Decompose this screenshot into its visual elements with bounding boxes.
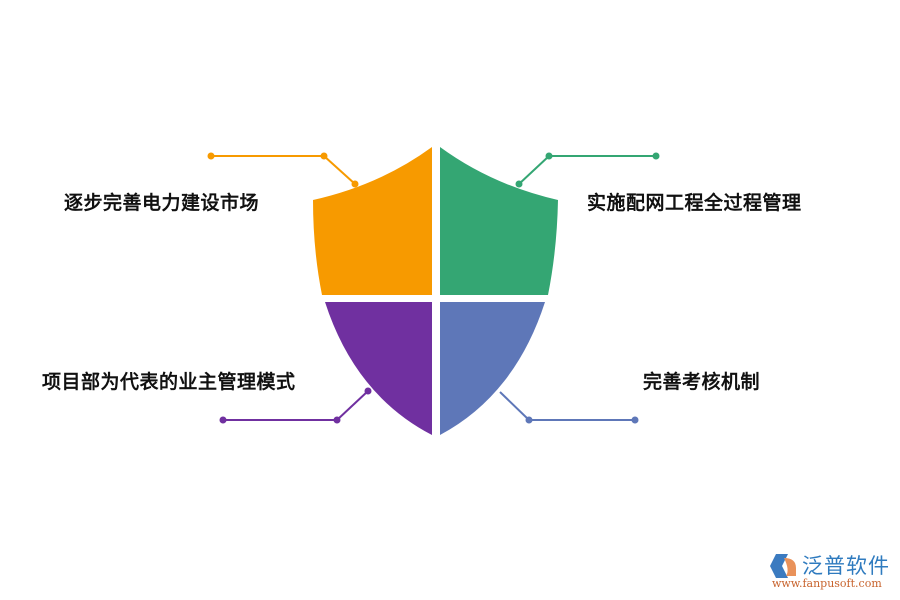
connector-top-left xyxy=(207,152,359,188)
connector-bottom-right xyxy=(499,391,639,424)
connector-top-right xyxy=(515,152,660,188)
label-bottom-left: 项目部为代表的业主管理模式 xyxy=(42,371,296,393)
shield-quadrant-top-right xyxy=(440,147,558,295)
logo: 泛普软件 www.fanpusoft.com xyxy=(768,550,893,595)
label-top-left: 逐步完善电力建设市场 xyxy=(64,192,260,214)
label-top-right: 实施配网工程全过程管理 xyxy=(587,192,802,214)
logo-brand-text: 泛普软件 xyxy=(802,554,890,578)
connector-bottom-left xyxy=(219,387,372,424)
shield-quadrant-bottom-left xyxy=(325,302,432,435)
label-bottom-right: 完善考核机制 xyxy=(643,371,761,393)
logo-mark-icon xyxy=(770,554,796,578)
logo-url-text: www.fanpusoft.com xyxy=(772,577,882,590)
shield-quadrant-bottom-right xyxy=(440,302,545,435)
shield-quadrant-top-left xyxy=(313,147,432,295)
